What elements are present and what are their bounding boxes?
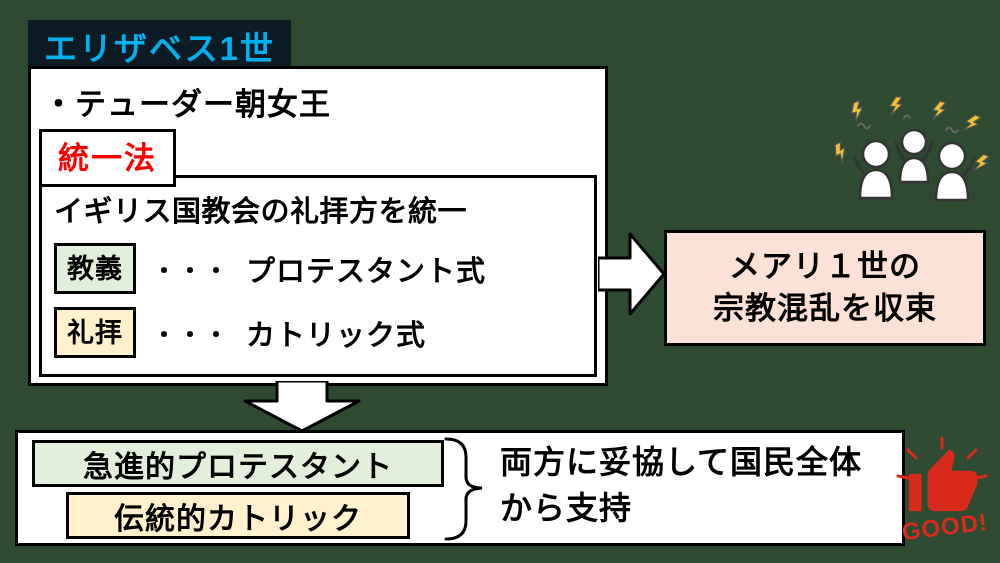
worship-value: カトリック式 [246, 319, 427, 352]
doctrine-value: プロテスタント式 [246, 255, 487, 288]
note-line-2: から支持 [500, 490, 633, 527]
elizabeth-info-box: ・テューダー朝女王 統一法 イギリス国教会の礼拝方を統一 教義 ・・・ プロテス… [28, 66, 608, 386]
act-of-uniformity-box: イギリス国教会の礼拝方を統一 教義 ・・・ プロテスタント式 礼拝 ・・・ カト… [39, 175, 597, 377]
doctrine-tag: 教義 [54, 243, 136, 294]
result-line-2: 宗教混乱を収束 [713, 291, 937, 326]
tudor-queen-line: ・テューダー朝女王 [43, 87, 331, 122]
worship-row: 礼拝 ・・・ カトリック式 [54, 307, 582, 358]
support-box: 急進的プロテスタント 伝統的カトリック 両方に妥協して国民全体 から支持 [15, 430, 905, 546]
radical-protestant-box: 急進的プロテスタント [32, 440, 444, 487]
brace-icon [444, 437, 483, 541]
law-description: イギリス国教会の礼拝方を統一 [54, 196, 468, 228]
right-arrow-icon [598, 232, 666, 316]
thumbs-up-illustration: GOOD! [890, 434, 996, 556]
doctrine-dots: ・・・ [152, 258, 230, 285]
result-line-1: メアリ１世の [729, 249, 921, 285]
worship-dots: ・・・ [152, 322, 230, 349]
down-arrow-icon [243, 381, 361, 433]
result-box: メアリ１世の 宗教混乱を収束 [664, 230, 986, 346]
traditional-catholic-box: 伝統的カトリック [66, 492, 410, 539]
note-line-1: 両方に妥協して国民全体 [500, 444, 863, 480]
arguing-people-illustration [834, 96, 991, 202]
doctrine-row: 教義 ・・・ プロテスタント式 [54, 243, 582, 294]
act-of-uniformity-label: 統一法 [39, 129, 176, 187]
worship-tag: 礼拝 [54, 307, 136, 358]
thumbs-up-icon [896, 436, 988, 512]
note-text: 両方に妥協して国民全体 から支持 [500, 439, 862, 532]
